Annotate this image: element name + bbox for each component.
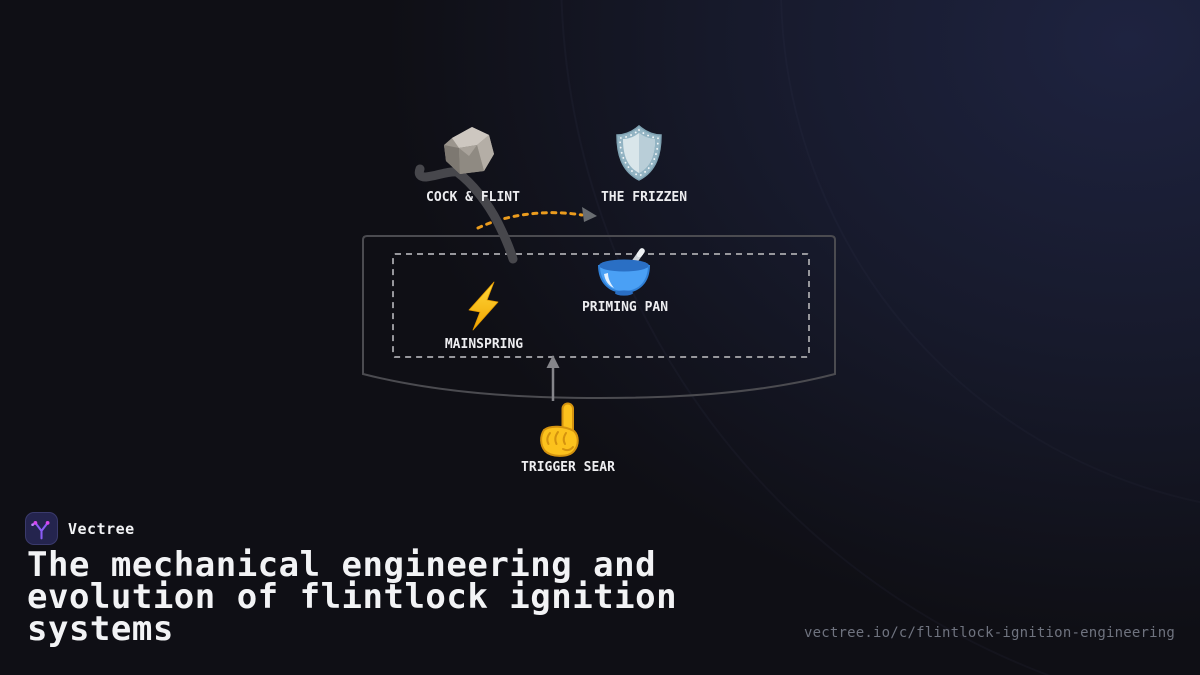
rock-icon (444, 127, 494, 174)
strike-arc-arrowhead (582, 207, 597, 222)
node-label-priming-pan: PRIMING PAN (581, 300, 669, 315)
shield-icon (616, 125, 662, 181)
vectree-logo (25, 512, 58, 545)
strike-arc-dashed (476, 211, 584, 230)
node-label-mainspring: MAINSPRING (444, 337, 524, 352)
node-label-trigger-sear: TRIGGER SEAR (521, 460, 615, 475)
pointing-finger-icon (540, 402, 579, 457)
vectree-branch-icon (31, 520, 50, 540)
outer-container-outline (362, 235, 836, 400)
page-title: The mechanical engineering and evolution… (27, 545, 678, 649)
node-label-cock-flint: COCK & FLINT (426, 190, 520, 205)
brand-name: Vectree (68, 520, 135, 538)
bowl-with-spoon-icon (598, 248, 650, 296)
footer-url: vectree.io/c/flintlock-ignition-engineer… (803, 625, 1175, 641)
inner-dashed-box (392, 253, 810, 358)
node-label-frizzen: THE FRIZZEN (600, 190, 688, 205)
cock-arm-stroke (414, 164, 518, 264)
lightning-bolt-icon (468, 281, 499, 331)
trigger-arrowhead (546, 355, 560, 368)
